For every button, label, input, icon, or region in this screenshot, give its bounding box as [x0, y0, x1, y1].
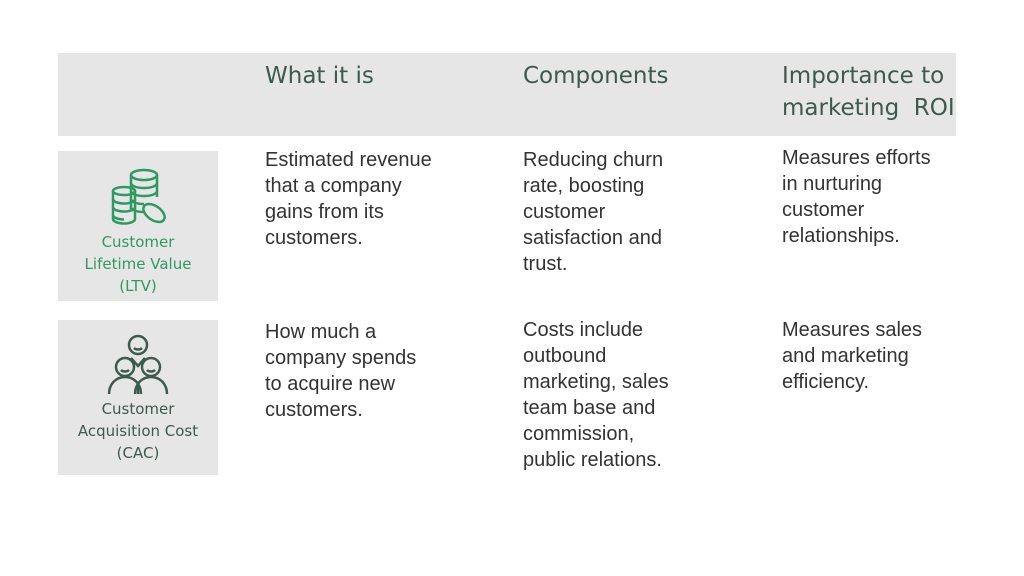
cell-cac-components: Costs include outbound marketing, sales …	[523, 319, 669, 471]
coins-stack-icon	[111, 168, 166, 225]
cell-cac-importance: Measures sales and marketing efficiency.	[782, 319, 923, 393]
table-header	[58, 53, 956, 136]
row-label-cac: Customer Acquisition Cost (CAC)	[58, 320, 218, 475]
cell-cac-what-it-is: How much a company spends to acquire new…	[265, 321, 417, 421]
column-header-what-it-is: What it is	[265, 63, 374, 89]
cell-ltv-what-it-is: Estimated revenue that a company gains f…	[265, 149, 432, 249]
cell-ltv-components: Reducing churn rate, boosting customer s…	[523, 149, 664, 275]
column-header-components: Components	[523, 63, 669, 89]
cell-ltv-importance: Measures efforts in nurturing customer r…	[782, 147, 931, 247]
row-label-ltv: Customer Lifetime Value (LTV)	[58, 151, 218, 301]
people-group-icon	[107, 334, 169, 395]
column-header-importance: Importance to marketing ROI	[782, 63, 955, 121]
row-label-text: Customer Lifetime Value (LTV)	[84, 233, 192, 295]
row-label-text: Customer Acquisition Cost (CAC)	[77, 400, 199, 462]
